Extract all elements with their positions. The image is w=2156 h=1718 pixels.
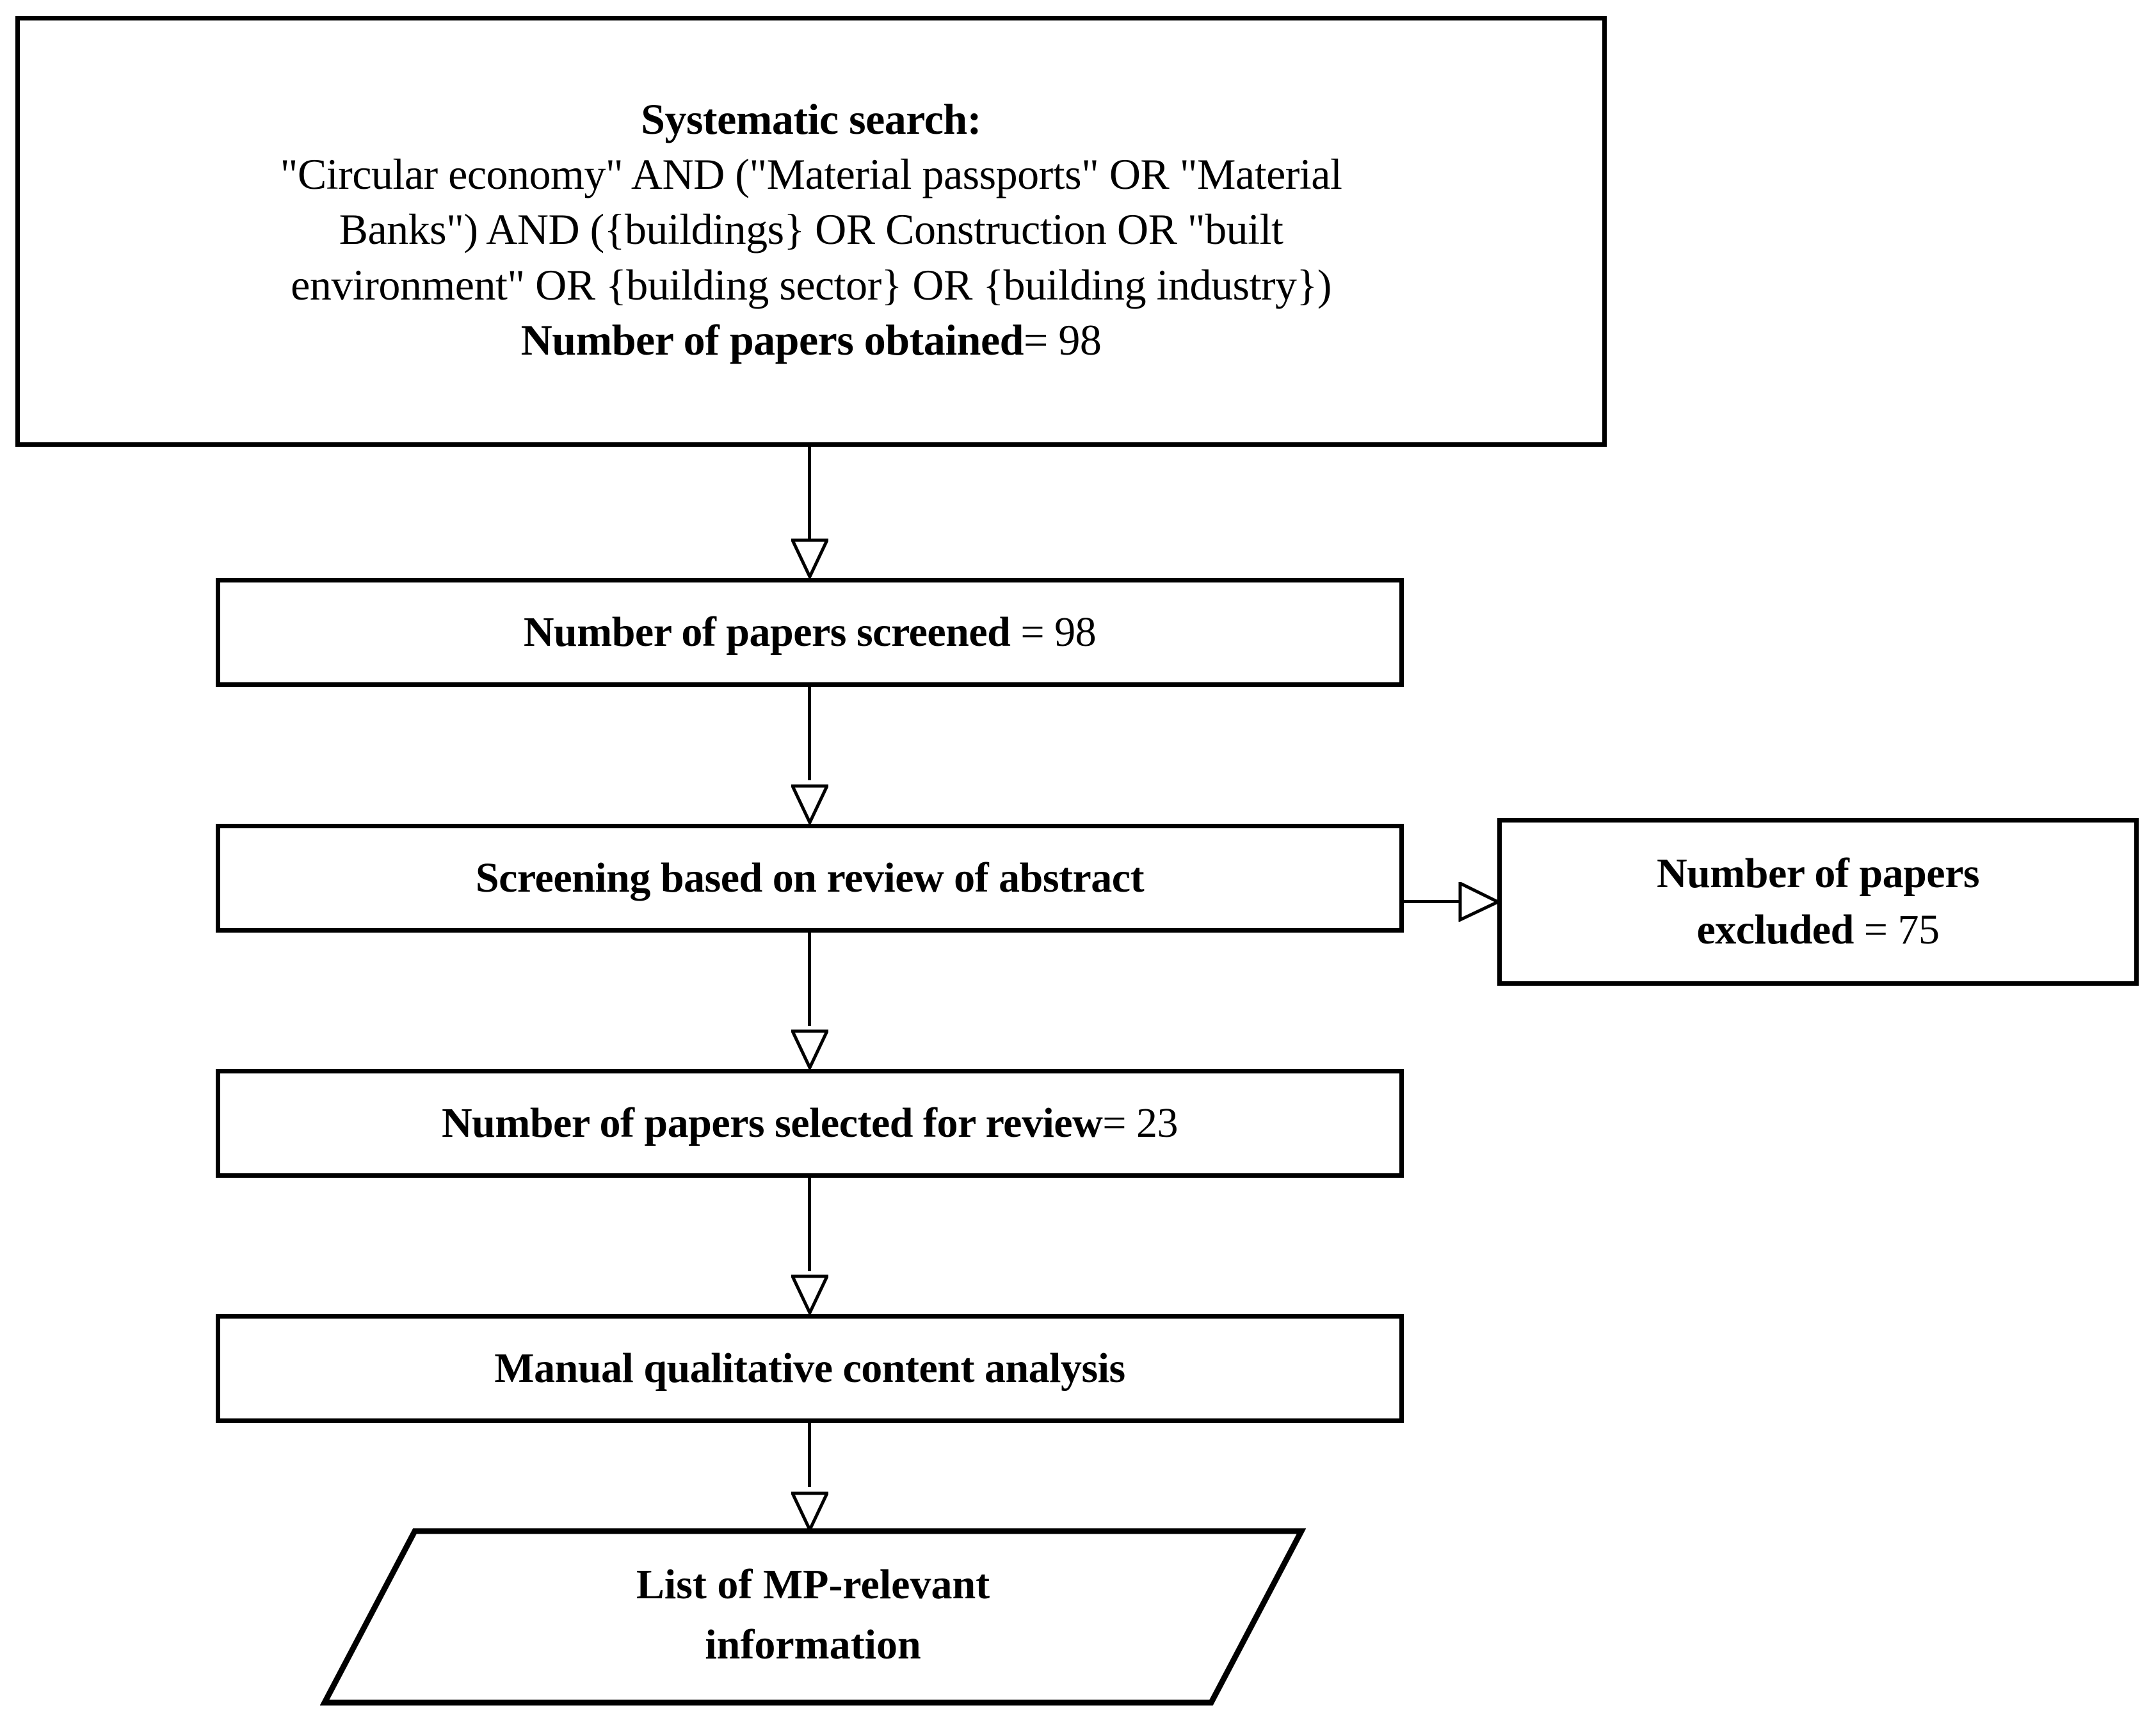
papers-screened-box: Number of papers screened = 98	[216, 578, 1404, 687]
arrowhead-down-icon	[791, 538, 828, 578]
papers-selected-box: Number of papers selected for review= 23	[216, 1069, 1404, 1178]
arrowhead-down-icon	[791, 784, 828, 824]
output-line-2: information	[705, 1621, 921, 1668]
abstract-screening-box: Screening based on review of abstract	[216, 824, 1404, 933]
search-query-line-1: "Circular economy" AND ("Material passpo…	[280, 150, 1342, 199]
search-query-line-2: Banks") AND ({buildings} OR Construction…	[339, 205, 1283, 254]
papers-excluded-value: = 75	[1863, 906, 1940, 953]
papers-selected-label: Number of papers selected for review	[442, 1100, 1103, 1147]
manual-analysis-box: Manual qualitative content analysis	[216, 1314, 1404, 1423]
abstract-screening-label: Screening based on review of abstract	[475, 855, 1145, 902]
papers-screened-value: = 98	[1020, 609, 1097, 656]
search-heading: Systematic search:	[641, 95, 981, 144]
papers-screened-text: Number of papers screened = 98	[220, 604, 1399, 660]
connector-selected-to-manual	[808, 1178, 811, 1271]
papers-selected-text: Number of papers selected for review= 23	[220, 1095, 1399, 1151]
papers-excluded-label-2: excluded	[1696, 906, 1854, 953]
search-query-line-3: environment" OR {building sector} OR {bu…	[291, 260, 1331, 309]
papers-excluded-text: Number of papers excluded = 75	[1502, 846, 2134, 958]
arrowhead-down-icon	[791, 1029, 828, 1069]
connector-screened-to-screening	[808, 687, 811, 780]
connector-screening-to-selected	[808, 933, 811, 1026]
output-line-1: List of MP-relevant	[636, 1561, 990, 1609]
papers-excluded-line-1: Number of papers	[1656, 850, 1980, 897]
manual-analysis-label: Manual qualitative content analysis	[494, 1345, 1125, 1392]
search-count-value: = 98	[1023, 315, 1102, 364]
connector-manual-to-output	[808, 1423, 811, 1487]
papers-excluded-box: Number of papers excluded = 75	[1497, 818, 2139, 986]
search-count-label: Number of papers obtained	[520, 315, 1024, 364]
arrowhead-down-icon	[791, 1274, 828, 1314]
output-label: List of MP-relevant information	[320, 1527, 1306, 1707]
output-text: List of MP-relevant information	[636, 1555, 990, 1674]
systematic-search-text: Systematic search: "Circular economy" AN…	[34, 92, 1588, 367]
output-parallelogram: List of MP-relevant information	[320, 1527, 1306, 1707]
connector-search-to-screened	[808, 447, 811, 540]
arrowhead-right-icon	[1458, 882, 1499, 922]
arrowhead-down-icon	[791, 1491, 828, 1531]
papers-selected-value: = 23	[1102, 1100, 1178, 1147]
connector-screening-to-excluded	[1404, 900, 1467, 903]
papers-screened-label: Number of papers screened	[523, 609, 1011, 656]
systematic-search-box: Systematic search: "Circular economy" AN…	[15, 16, 1607, 447]
